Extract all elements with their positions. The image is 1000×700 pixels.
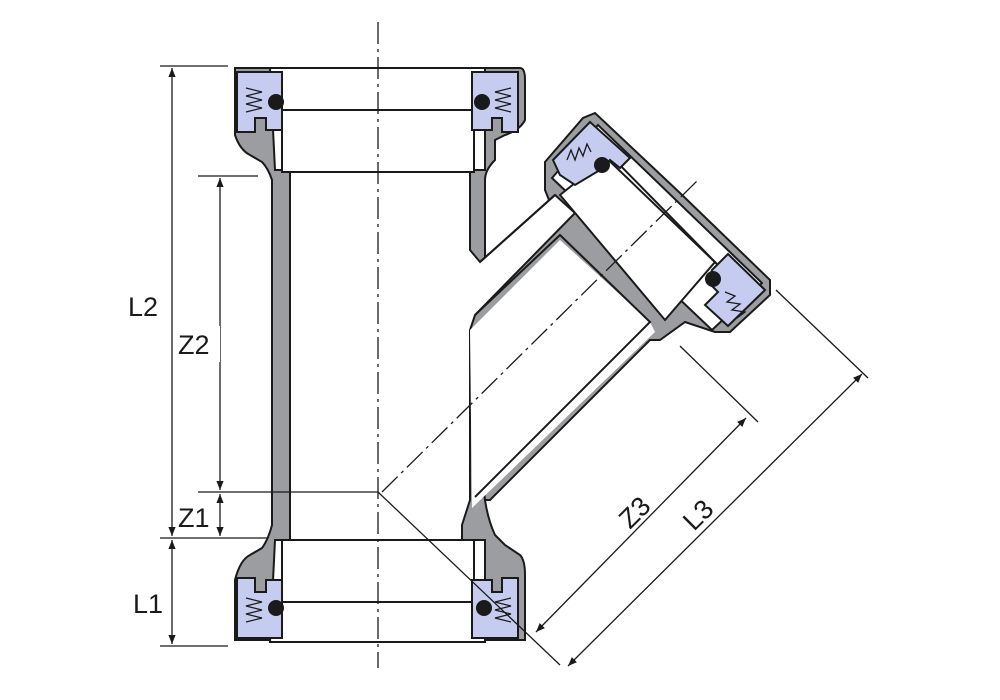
label-L3: L3 (677, 494, 719, 536)
dim-L3-line (567, 373, 863, 667)
label-Z1: Z1 (178, 503, 210, 533)
o-rings (268, 94, 721, 616)
label-L2: L2 (128, 292, 158, 322)
centre-lines (377, 22, 699, 668)
label-Z2: Z2 (178, 330, 210, 360)
label-Z3: Z3 (613, 491, 656, 534)
springs (245, 87, 747, 623)
branch-bore (470, 240, 655, 508)
fitting-body (234, 67, 771, 643)
label-L1: L1 (133, 589, 163, 619)
